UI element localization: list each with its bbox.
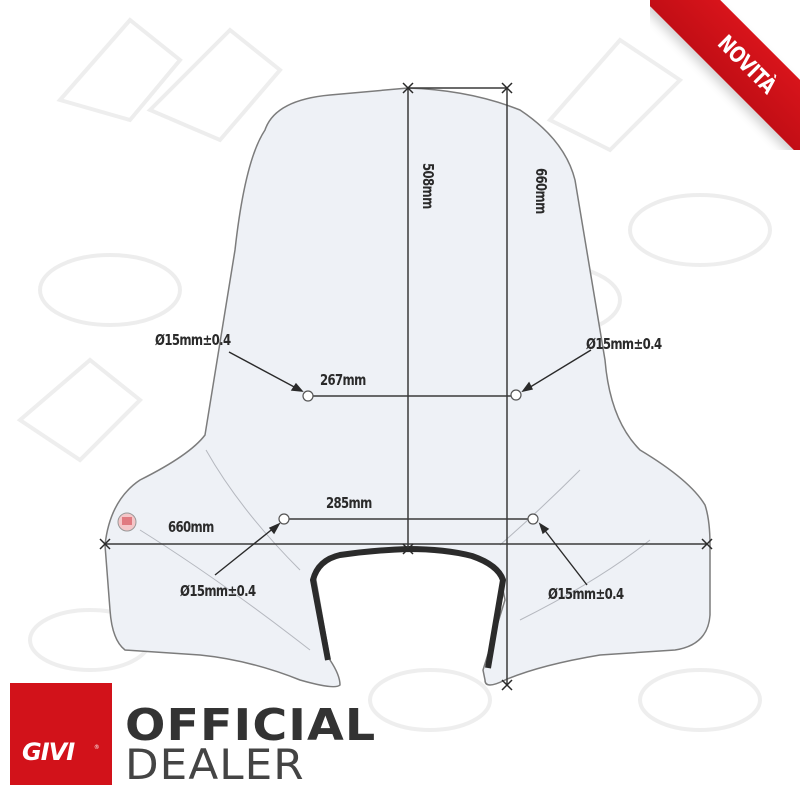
sticker-icon [117,512,137,532]
hole-callout-upper-right: Ø15mm±0.4 [586,335,662,353]
hole-upper-left [302,390,314,402]
new-badge-ribbon: NOVITÀ [650,0,800,150]
lower-holes-spacing-label: 285mm [326,494,372,512]
callout-arrows [214,349,592,586]
official-label: OFFICIAL [125,700,377,751]
givi-logo-text: GIVI [22,738,75,766]
dimension-lines [105,87,707,685]
registered-mark: ® [94,744,100,751]
hole-lower-right [527,513,539,525]
windshield-trim [310,546,506,669]
mounting-holes [278,389,539,525]
hole-upper-right [510,389,522,401]
center-height-label: 508mm [419,163,437,209]
hole-callout-upper-left: Ø15mm±0.4 [155,331,231,349]
givi-logo [10,683,112,785]
dealer-label: DEALER [125,740,305,789]
new-badge-label: NOVITÀ [712,30,782,100]
hole-callout-lower-right: Ø15mm±0.4 [548,585,624,603]
inner-guide-lines [139,449,651,651]
cross-markers [99,82,713,691]
ribbon-band: NOVITÀ [650,0,800,150]
hole-callout-lower-left: Ø15mm±0.4 [180,582,256,600]
upper-holes-spacing-label: 267mm [320,371,366,389]
total-width-label: 660mm [168,518,214,536]
hole-lower-left [278,513,290,525]
total-height-label: 660mm [532,168,550,214]
